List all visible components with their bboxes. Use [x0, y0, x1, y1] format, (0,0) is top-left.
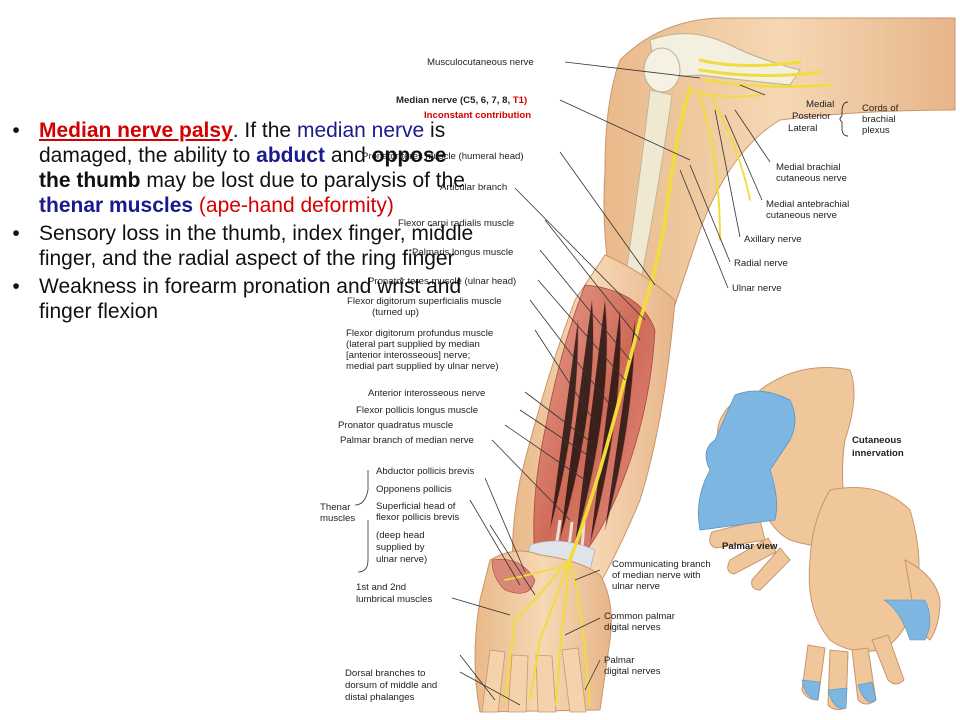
- label-cutaneous: Cutaneous: [852, 435, 902, 446]
- label-musculocutaneous: Musculocutaneous nerve: [427, 57, 534, 68]
- text-damaged: is damaged, the ability to: [39, 119, 446, 167]
- text-ape-hand: ape-hand deformity): [205, 194, 394, 217]
- palmar-hand-skin: [808, 487, 920, 652]
- label-ulnar: Ulnar nerve: [732, 283, 782, 294]
- label-fdp-4: medial part supplied by ulnar nerve): [346, 361, 499, 372]
- label-thenar: Thenar: [320, 502, 351, 513]
- label-fdp-2: (lateral part supplied by median: [346, 339, 480, 350]
- fingers: [481, 647, 587, 713]
- label-thenar-2: muscles: [320, 513, 355, 524]
- text-weakness: Weakness in forearm pronation and wrist …: [39, 275, 462, 323]
- text-thenar-muscles: thenar muscles: [39, 194, 194, 217]
- label-fpb-4: supplied by: [376, 542, 425, 553]
- bullet-dot: •: [12, 275, 20, 298]
- label-cords-2: brachial: [862, 114, 896, 125]
- text-oppose-thumb: oppose the thumb: [39, 144, 447, 192]
- humeral-head-bone: [643, 47, 681, 93]
- label-leaders: [354, 61, 771, 706]
- label-dorsal: Dorsal branches to: [345, 668, 426, 679]
- label-fdp-3: [anterior interosseous] nerve;: [346, 350, 470, 361]
- label-cutaneous-2: innervation: [852, 448, 904, 459]
- label-fpb-5: ulnar nerve): [376, 554, 427, 565]
- bullet-dot: •: [12, 119, 20, 142]
- label-axillary: Axillary nerve: [744, 234, 802, 245]
- thenar-muscles: [491, 558, 536, 594]
- label-dorsal-3: distal phalanges: [345, 692, 415, 703]
- label-fds: Flexor digitorum superficialis muscle: [347, 296, 502, 307]
- palmar-view-hand: Palmar view: [722, 487, 941, 710]
- label-fds-2: (turned up): [372, 307, 419, 318]
- label-dorsal-2: dorsum of middle and: [345, 680, 437, 691]
- label-articular: Articular branch: [440, 182, 507, 193]
- text-sensory-loss: Sensory loss in the thumb, index finger,…: [39, 222, 474, 270]
- label-cords-3: plexus: [862, 125, 890, 136]
- label-cpd-2: digital nerves: [604, 622, 661, 633]
- label-cord-posterior: Posterior: [792, 111, 831, 122]
- bullet-dot: •: [12, 222, 20, 245]
- label-mbcn: Medial brachial: [776, 162, 841, 173]
- text-intro: . If the: [232, 119, 297, 142]
- bullet-weakness: • Weakness in forearm pronation and wris…: [6, 274, 476, 324]
- cutaneous-sensory-area: [697, 390, 796, 531]
- cords-brace: [839, 101, 849, 137]
- label-palmar-branch: Palmar branch of median nerve: [340, 435, 474, 446]
- label-pd: Palmar: [604, 655, 635, 666]
- label-fcr: Flexor carpi radialis muscle: [398, 218, 514, 229]
- label-comm-3: ulnar nerve: [612, 581, 660, 592]
- label-radial: Radial nerve: [734, 258, 788, 269]
- palmar-sensory-tips: [801, 599, 931, 709]
- label-comm-2: of median nerve with: [612, 570, 701, 581]
- label-cord-medial: Medial: [806, 99, 834, 110]
- label-lumbrical: 1st and 2nd: [356, 582, 406, 593]
- text-paralysis: may be lost due to paralysis of the: [140, 169, 465, 192]
- label-macn-2: cutaneous nerve: [766, 210, 837, 221]
- label-pronator-humeral: Pronator teres muscle (humeral head): [362, 151, 524, 162]
- bullet-list: • Median nerve palsy. If the median nerv…: [6, 118, 476, 327]
- label-cord-lateral: Lateral: [788, 123, 817, 134]
- label-lumbrical-2: lumbrical muscles: [356, 594, 432, 605]
- label-fpb-2: flexor pollicis brevis: [376, 512, 459, 523]
- label-cords: Cords of: [862, 103, 899, 114]
- label-palmaris: Palmaris longus muscle: [412, 247, 513, 258]
- label-pd-2: digital nerves: [604, 666, 661, 677]
- arm-drawing: [474, 17, 956, 713]
- title-median-nerve-palsy: Median nerve palsy: [39, 119, 233, 142]
- label-op: Opponens pollicis: [376, 484, 452, 495]
- label-apb: Abductor pollicis brevis: [376, 466, 474, 477]
- text-abduct: abduct: [256, 144, 325, 167]
- label-mbcn-2: cutaneous nerve: [776, 173, 847, 184]
- median-nerve-path: [504, 58, 832, 706]
- label-cpd: Common palmar: [604, 611, 676, 622]
- bullet-sensory-loss: • Sensory loss in the thumb, index finge…: [6, 221, 476, 271]
- text-median-nerve: median nerve: [296, 119, 425, 142]
- label-macn: Medial antebrachial: [766, 199, 849, 210]
- bullet-median-nerve-palsy: • Median nerve palsy. If the median nerv…: [6, 118, 476, 218]
- label-comm: Communicating branch: [612, 559, 711, 570]
- label-fdp: Flexor digitorum profundus muscle: [346, 328, 493, 339]
- label-fpb-3: (deep head: [376, 530, 425, 541]
- label-pq: Pronator quadratus muscle: [338, 420, 453, 431]
- label-fpl: Flexor pollicis longus muscle: [356, 405, 478, 416]
- label-fpb: Superficial head of: [376, 501, 456, 512]
- label-palmar-view: Palmar view: [722, 541, 778, 552]
- label-pronator-ulnar: Pronator teres muscle (ulnar head): [368, 276, 516, 287]
- text-and: and: [324, 144, 372, 167]
- diagram-labels: Musculocutaneous nerve Median nerve (C5,…: [320, 57, 899, 703]
- palmar-fingers: [801, 634, 905, 710]
- label-inconstant: Inconstant contribution: [424, 110, 531, 121]
- label-ant-interosseous: Anterior interosseous nerve: [368, 388, 485, 399]
- label-median-nerve: Median nerve (C5, 6, 7, 8, T1): [396, 95, 527, 106]
- text-paren: (: [193, 194, 206, 217]
- scapula-bone: [649, 33, 801, 86]
